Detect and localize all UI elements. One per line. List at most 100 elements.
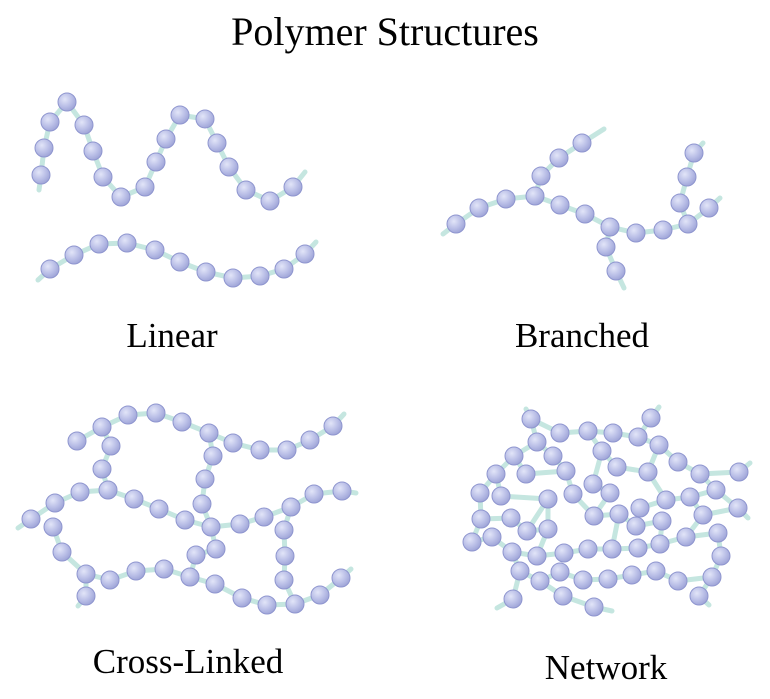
branched-polymer xyxy=(440,126,723,291)
monomer-bead xyxy=(446,214,466,234)
monomer-bead xyxy=(300,430,320,450)
monomer-bead xyxy=(236,180,256,200)
monomer-bead xyxy=(502,542,522,562)
monomer-bead xyxy=(135,177,155,197)
monomer-bead xyxy=(145,240,165,260)
monomer-bead xyxy=(510,561,530,581)
monomer-bead xyxy=(592,441,612,461)
monomer-bead xyxy=(652,511,672,531)
monomer-bead xyxy=(670,193,690,213)
monomer-bead xyxy=(149,499,169,519)
monomer-bead xyxy=(199,423,219,443)
monomer-bead xyxy=(43,517,63,537)
monomer-bead xyxy=(527,546,547,566)
monomer-bead xyxy=(525,186,545,206)
monomer-bead xyxy=(584,506,604,526)
monomer-bead xyxy=(89,234,109,254)
monomer-bead xyxy=(600,483,620,503)
monomer-bead xyxy=(668,452,688,472)
monomer-bead xyxy=(684,143,704,163)
monomer-bead xyxy=(550,195,570,215)
monomer-bead xyxy=(331,568,351,588)
monomer-bead xyxy=(196,262,216,282)
monomer-bead xyxy=(496,189,516,209)
monomer-bead xyxy=(277,440,297,460)
monomer-bead xyxy=(207,133,227,153)
monomer-bead xyxy=(678,214,698,234)
monomer-bead xyxy=(274,259,294,279)
monomer-bead xyxy=(553,586,573,606)
monomer-bead xyxy=(34,138,54,158)
monomer-bead xyxy=(521,409,541,429)
monomer-bead xyxy=(527,432,547,452)
monomer-bead xyxy=(57,92,77,112)
monomer-bead xyxy=(76,586,96,606)
monomer-bead xyxy=(170,252,190,272)
monomer-bead xyxy=(622,565,642,585)
monomer-bead xyxy=(76,564,96,584)
monomer-bead xyxy=(504,446,524,466)
monomer-bead xyxy=(98,480,118,500)
monomer-bead xyxy=(708,523,728,543)
monomer-bead xyxy=(310,585,330,605)
monomer-bead xyxy=(31,165,51,185)
monomer-bead xyxy=(699,198,719,218)
monomer-bead xyxy=(295,244,315,264)
monomer-bead xyxy=(711,546,731,566)
monomer-bead xyxy=(656,490,676,510)
monomer-bead xyxy=(206,539,226,559)
network-polymer xyxy=(462,404,753,617)
monomer-bead xyxy=(462,532,482,552)
monomer-bead xyxy=(653,220,673,240)
monomer-bead xyxy=(606,261,626,281)
monomer-bead xyxy=(538,489,558,509)
monomer-bead xyxy=(491,486,511,506)
monomer-bead xyxy=(250,266,270,286)
monomer-bead xyxy=(677,167,697,187)
monomer-bead xyxy=(550,562,570,582)
linear-polymer xyxy=(31,92,319,288)
monomer-bead xyxy=(100,570,120,590)
monomer-bead xyxy=(728,498,748,518)
monomer-bead xyxy=(650,534,670,554)
monomer-bead xyxy=(45,493,65,513)
cross-linked-polymer xyxy=(15,403,359,615)
monomer-bead xyxy=(250,440,270,460)
monomer-bead xyxy=(92,459,112,479)
monomer-bead xyxy=(124,489,144,509)
monomer-bead xyxy=(111,187,131,207)
monomer-bead xyxy=(578,421,598,441)
label-cross-linked: Cross-Linked xyxy=(92,642,284,681)
monomer-bead xyxy=(232,588,252,608)
monomer-bead xyxy=(281,497,301,517)
monomer-bead xyxy=(573,570,593,590)
monomer-bead xyxy=(304,484,324,504)
monomer-bead xyxy=(729,462,749,482)
monomer-bead xyxy=(170,105,190,125)
monomer-bead xyxy=(274,520,294,540)
monomer-bead xyxy=(626,223,646,243)
monomer-bead xyxy=(201,517,221,537)
monomer-bead xyxy=(93,167,113,187)
monomer-bead xyxy=(146,403,166,423)
monomer-bead xyxy=(203,446,223,466)
monomer-bead xyxy=(556,461,576,481)
monomer-bead xyxy=(283,177,303,197)
monomer-bead xyxy=(583,474,603,494)
monomer-bead xyxy=(154,559,174,579)
monomer-bead xyxy=(67,431,87,451)
monomer-bead xyxy=(482,527,502,547)
monomer-bead xyxy=(554,543,574,563)
monomer-bead xyxy=(575,204,595,224)
monomer-bead xyxy=(64,245,84,265)
monomer-bead xyxy=(598,569,618,589)
monomer-bead xyxy=(205,574,225,594)
monomer-bead xyxy=(74,115,94,135)
label-linear: Linear xyxy=(126,316,218,355)
monomer-bead xyxy=(543,446,563,466)
monomer-bead xyxy=(180,567,200,587)
monomer-bead xyxy=(676,527,696,547)
monomer-bead xyxy=(146,152,166,172)
monomer-bead xyxy=(117,233,137,253)
